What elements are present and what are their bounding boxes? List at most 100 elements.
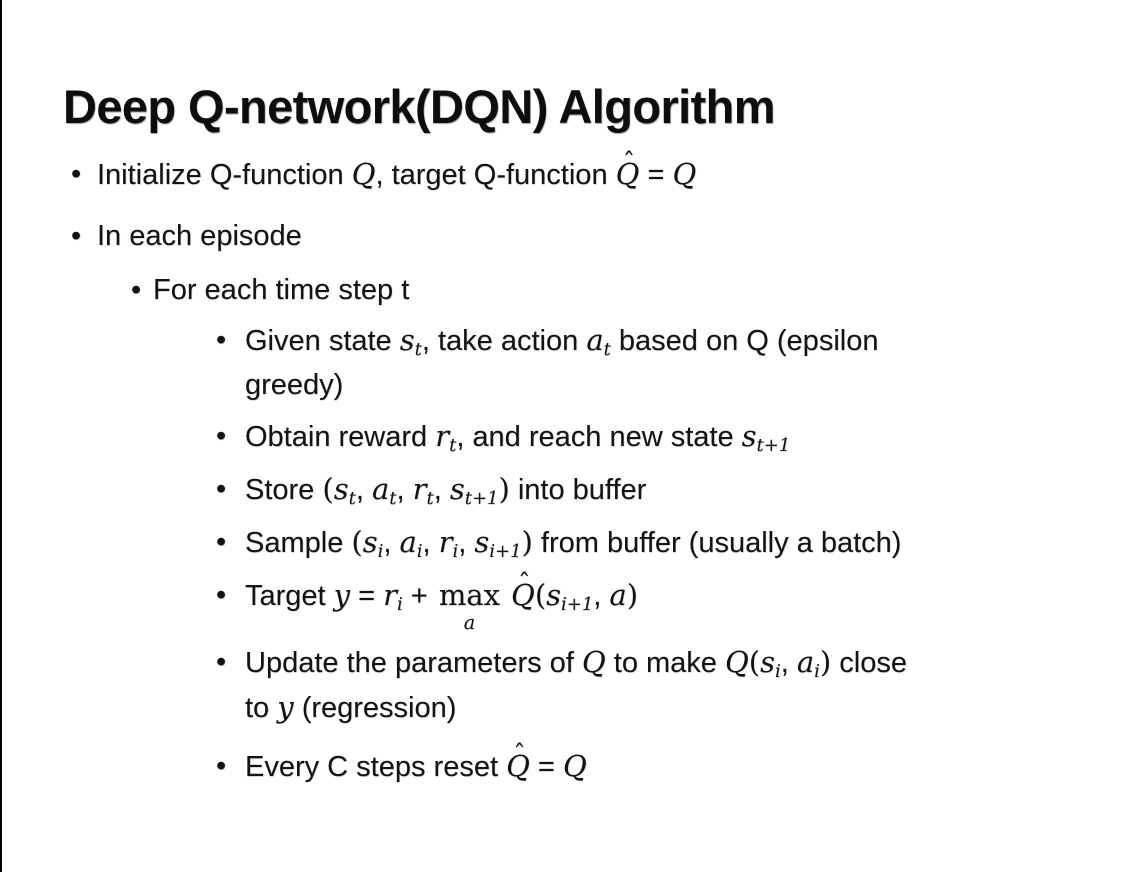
text-run: greedy) — [245, 369, 344, 401]
text-run: from buffer (usually a batch) — [532, 527, 902, 559]
math-delimiter: ) — [521, 525, 533, 559]
math-variable: st+1 — [741, 419, 791, 457]
math-subscript: i+1 — [489, 541, 522, 563]
math-variable: ai — [399, 525, 423, 563]
math-delimiter: ( — [534, 578, 547, 612]
math-variable: st+1 — [449, 472, 499, 510]
math-variable: y — [333, 578, 351, 612]
math-subscript: t — [389, 488, 397, 510]
math-variable: Q — [672, 157, 697, 191]
hat-accent: ˆ — [622, 147, 636, 177]
math-variable-core: Q — [511, 578, 535, 612]
text-run: , take action — [421, 325, 587, 357]
slide-left-edge-line — [0, 0, 2, 872]
bullet-text: Update the parameters of Q to make Q(si,… — [245, 640, 1110, 730]
bullet-text: Initialize Q-function Q, target Q-functi… — [97, 147, 1110, 197]
math-variable-core: Q — [506, 749, 530, 784]
math-subscript: t — [449, 435, 457, 457]
hat-accent: ˆ — [518, 568, 531, 598]
math-subscript: i — [397, 594, 403, 616]
text-run: , — [422, 527, 439, 559]
bullet-item: • For each time step t — [0, 268, 1110, 312]
math-variable: st — [399, 323, 422, 361]
bullet-text: Given state st, take action at based on … — [245, 318, 1110, 407]
math-delimiter: ) — [498, 472, 510, 506]
math-variable: si+1 — [474, 525, 522, 563]
bullet-marker: • — [216, 526, 227, 558]
text-run: , — [780, 647, 797, 680]
math-variable: ri — [438, 525, 459, 563]
text-run: , — [433, 474, 450, 506]
text-run: Store — [245, 474, 323, 506]
math-variable-core: Q — [615, 157, 640, 191]
math-variable: si — [362, 525, 384, 563]
text-run: into buffer — [509, 474, 647, 506]
max-under-variable: a — [463, 611, 476, 634]
bullet-text: Sample (si, ai, ri, si+1) from buffer (u… — [245, 520, 1110, 565]
math-variable: si — [760, 645, 781, 683]
math-subscript: i+1 — [561, 594, 594, 616]
math-subscript: i — [416, 541, 423, 563]
math-variable: a — [609, 578, 627, 612]
bullet-item: •Given state st, take action at based on… — [0, 318, 1110, 407]
text-run: , — [383, 527, 400, 559]
text-run: based on Q (epsilon — [610, 325, 879, 357]
bullet-marker: • — [216, 750, 227, 783]
text-run: , — [458, 527, 475, 559]
text-run: Initialize Q-function — [97, 159, 352, 191]
math-variable: Q — [581, 645, 606, 680]
bullet-marker: • — [71, 158, 82, 190]
text-run: , and reach new state — [456, 421, 742, 453]
text-run: In each episode — [97, 220, 302, 252]
math-variable: at — [371, 472, 397, 510]
bullet-marker: • — [216, 646, 227, 679]
math-subscript: i — [774, 661, 781, 683]
bullet-item: • Sample (si, ai, ri, si+1) from buffer (… — [0, 520, 1110, 565]
bullet-marker: • — [216, 473, 227, 505]
text-run: close — [831, 647, 907, 680]
bullet-item: • In each episode — [0, 214, 1110, 258]
bullet-marker: • — [216, 420, 227, 452]
bullet-text: In each episode — [97, 214, 1110, 258]
bullet-item: • Obtain reward rt, and reach new state s… — [0, 414, 1110, 459]
bullet-marker: • — [131, 274, 142, 306]
math-subscript: t+1 — [756, 435, 791, 457]
slide-title: Deep Q-network(DQN) Algorithm — [63, 80, 776, 134]
math-variable: ai — [796, 645, 820, 683]
text-run: to — [245, 692, 278, 725]
text-run: Given state — [245, 325, 400, 357]
math-variable: ri — [383, 578, 403, 616]
math-subscript: t — [348, 488, 356, 510]
text-run: = — [639, 159, 673, 191]
bullet-marker: • — [71, 220, 82, 252]
bullet-item: •Store (st, at, rt, st+1) into buffer — [0, 467, 1110, 512]
math-variable: si+1 — [546, 578, 594, 616]
math-delimiter: ( — [322, 472, 334, 506]
math-variable: y — [277, 690, 294, 725]
text-run: = — [529, 751, 563, 784]
math-delimiter: ) — [626, 578, 639, 612]
max-operator-label: max — [438, 578, 500, 612]
text-run: , target Q-function — [375, 159, 616, 191]
text-run: Update the parameters of — [245, 647, 582, 680]
bullet-item: • Update the parameters of Q to make Q(si… — [0, 640, 1110, 730]
bullet-text: For each time step t — [153, 268, 1110, 312]
bullet-text: Obtain reward rt, and reach new state st… — [245, 414, 1110, 459]
math-variable: Q — [351, 157, 376, 191]
math-subscript: t — [426, 488, 434, 510]
text-run — [503, 580, 511, 612]
math-variable: Q — [724, 645, 749, 680]
text-run: (regression) — [293, 692, 457, 725]
text-run: Every C steps reset — [245, 751, 507, 784]
text-run: Sample — [245, 527, 352, 559]
math-variable: rt — [435, 419, 457, 457]
math-delimiter: ( — [748, 645, 761, 680]
hat-accent: ˆ — [513, 739, 526, 769]
bullet-marker: • — [216, 579, 227, 611]
bullet-item: •Initialize Q-function Q, target Q-funct… — [0, 147, 1110, 197]
